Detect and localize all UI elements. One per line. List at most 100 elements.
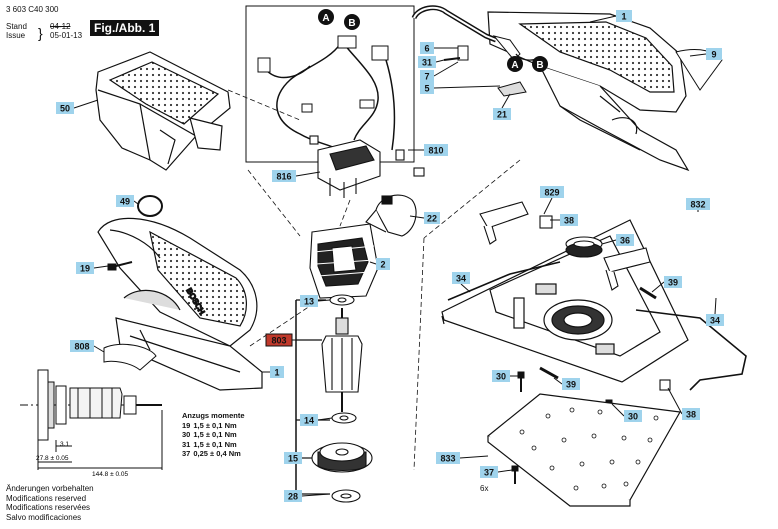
part-number-39: 39: [566, 380, 576, 390]
leader-line: [369, 261, 377, 265]
part-callout-box: [616, 10, 632, 22]
screw-37-drawing: [511, 465, 519, 484]
part-callout-box: [270, 366, 284, 378]
leader-line: [589, 15, 617, 23]
stop-39-bottom: [539, 366, 559, 380]
part-number-2: 2: [380, 260, 385, 270]
connector-b-right: B: [532, 56, 548, 72]
leader-line: [651, 281, 665, 293]
part-callout-box: [70, 340, 94, 352]
suppressor-drawing: [365, 194, 417, 237]
connector-a-right: A: [507, 56, 523, 72]
part-number-14: 14: [304, 416, 314, 426]
stand-label: Stand: [6, 22, 27, 31]
leader-line: [601, 239, 617, 245]
part-callout-box: [284, 490, 302, 502]
dust-box-drawing: [95, 51, 231, 171]
clamp-levers-drawing: [479, 201, 671, 391]
part-number-1: 1: [274, 368, 279, 378]
footer-line-en: Modifications reserved: [6, 493, 87, 503]
switch-drawing: [309, 135, 425, 198]
torque-title: Anzugs momente: [182, 411, 245, 420]
part-callout-box: [300, 414, 318, 426]
connector-a-top: A: [318, 9, 334, 25]
assembly-guide-lines: [227, 89, 521, 471]
part-callout-box: [492, 370, 510, 382]
part-callout-box: [424, 212, 440, 224]
part-number-39: 39: [668, 278, 678, 288]
part-callout-box: [418, 56, 436, 68]
armature-dimension-drawing: [20, 369, 163, 470]
base-plate-drawing: [441, 219, 689, 383]
wire-spring-right: [635, 309, 747, 391]
part-callout-box: [452, 272, 470, 284]
screw-19-drawing: [107, 261, 133, 271]
part-callout-box: [560, 214, 578, 226]
leader-line: [497, 469, 513, 473]
part-number-1: 1: [621, 12, 626, 22]
leader-line: [460, 283, 471, 293]
quantity-note: 6x: [480, 484, 489, 493]
part-number-7: 7: [424, 72, 429, 82]
part-number-30: 30: [628, 412, 638, 422]
figure-title: Fig./Abb. 1: [90, 20, 160, 36]
leader-line: [667, 387, 683, 415]
part-number-829: 829: [544, 188, 559, 198]
part-callout-box: [616, 234, 634, 246]
part-number-37: 37: [484, 468, 494, 478]
part-callout-box: [76, 262, 94, 274]
dimension-27-8: 27.8 ± 0.05: [36, 455, 69, 462]
part-number-833: 833: [440, 454, 455, 464]
leader-line: [301, 493, 331, 497]
part-number-36: 36: [620, 236, 630, 246]
armature-stack-drawing: [311, 294, 373, 503]
part-number-28: 28: [288, 492, 298, 502]
cord-clamp-drawing: [443, 45, 527, 97]
part-number-808: 808: [74, 342, 89, 352]
leader-line: [501, 93, 511, 109]
leader-line: [73, 99, 99, 109]
part-number-15: 15: [288, 454, 298, 464]
part-callout-box: [480, 466, 498, 478]
wiring-box: [245, 5, 415, 163]
svg-text:B: B: [536, 60, 543, 71]
leader-line: [317, 417, 333, 421]
part-number-810: 810: [428, 146, 443, 156]
stop-39-top: [639, 286, 657, 300]
sander-housing-drawing: BOSCH: [97, 217, 263, 391]
svg-text:A: A: [511, 60, 518, 71]
part-number-19: 19: [80, 264, 90, 274]
part-callout-box: [493, 108, 511, 120]
part-number-6: 6: [424, 44, 429, 54]
footer-line-fr: Modifications reservées: [6, 503, 91, 512]
svg-text:A: A: [322, 13, 329, 24]
part-number-803: 803: [271, 336, 286, 346]
part-number-9: 9: [711, 50, 716, 60]
leader-line: [553, 377, 563, 385]
svg-text:B: B: [348, 18, 355, 29]
cushion-808-drawing: [103, 343, 157, 371]
part-callout-box: [706, 314, 724, 326]
footer-line-es: Salvo modificaciones: [6, 512, 82, 522]
part-callout-box: [376, 258, 390, 270]
part-callout-box: [420, 82, 434, 94]
footer-line-de: Änderungen vorbehalten: [6, 484, 94, 493]
part-callout-box: [562, 378, 580, 390]
part-number-21: 21: [497, 110, 507, 120]
stand-value: 04-12: [50, 22, 71, 31]
part-number-816: 816: [276, 172, 291, 182]
part-callout-box: [624, 410, 642, 422]
part-number-832: 832: [690, 200, 705, 210]
part-callout-box: [682, 408, 700, 420]
connector-b-top: B: [344, 14, 360, 30]
brace-icon: }: [38, 25, 43, 41]
issue-label: Issue: [6, 31, 26, 40]
leader-line: [433, 85, 501, 89]
part-number-30: 30: [496, 372, 506, 382]
leader-line: [611, 403, 625, 417]
